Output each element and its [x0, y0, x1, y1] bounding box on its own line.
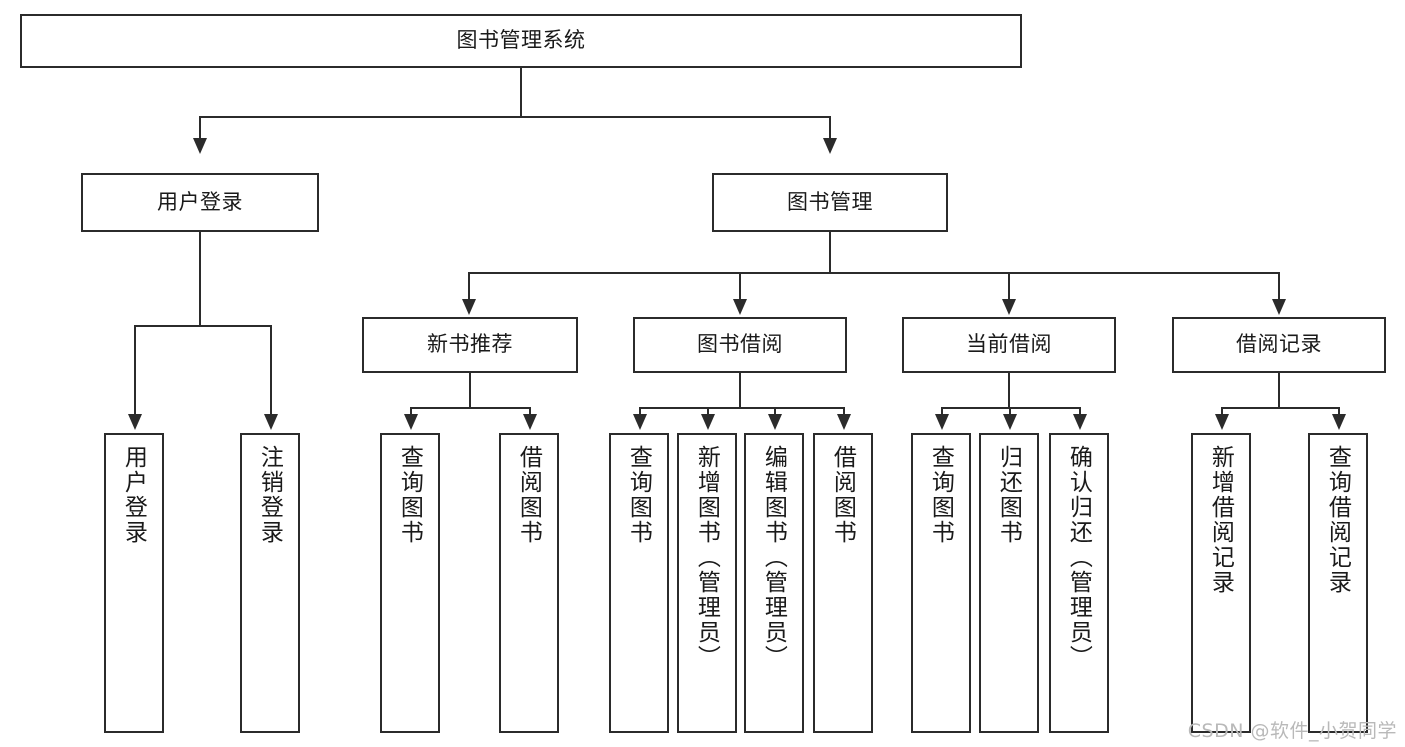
node-label: 图书借阅	[697, 333, 783, 357]
connector-borrow-record-drop-2	[1338, 407, 1340, 416]
connector-book-borrow-bus	[639, 407, 844, 409]
arrowhead-book-manage-child-1	[462, 299, 476, 315]
node-label: 图书管理	[787, 190, 873, 214]
connector-new-book-rec-stem	[469, 373, 471, 407]
node-label: 借阅记录	[1236, 333, 1322, 357]
node-label: 新增借阅记录	[1208, 445, 1235, 595]
arrowhead-book-manage-child-3	[1002, 299, 1016, 315]
connector-book-manage-drop-4	[1278, 272, 1280, 301]
arrowhead-user-login-leaf-2	[264, 414, 278, 430]
arrowhead-book-borrow-leaf-2	[701, 414, 715, 430]
node-label: 归还图书	[996, 445, 1023, 545]
arrowhead-book-borrow-leaf-4	[837, 414, 851, 430]
arrowhead-user-login-leaf-1	[128, 414, 142, 430]
node-label: 查询图书	[928, 445, 955, 545]
arrowhead-current-borrow-leaf-3	[1073, 414, 1087, 430]
connector-book-borrow-drop-2	[707, 407, 709, 416]
connector-current-borrow-drop-3	[1079, 407, 1081, 416]
connector-user-login-drop-2	[270, 325, 272, 416]
connector-user-login-stem	[199, 232, 201, 325]
connector-root-to-book-manage	[829, 116, 831, 140]
node-leaf-return-book[interactable]: 归还图书	[979, 433, 1039, 733]
connector-borrow-record-bus	[1221, 407, 1340, 409]
arrowhead-book-manage-child-4	[1272, 299, 1286, 315]
connector-root-to-user-login	[199, 116, 201, 140]
node-label: 用户登录	[157, 190, 243, 214]
node-label: 注销登录	[257, 445, 284, 545]
arrowhead-root-to-user-login	[193, 138, 207, 154]
connector-book-borrow-drop-1	[639, 407, 641, 416]
arrowhead-new-book-rec-leaf-1	[404, 414, 418, 430]
connector-book-manage-drop-3	[1008, 272, 1010, 301]
node-root-book-management-system[interactable]: 图书管理系统	[20, 14, 1022, 68]
node-leaf-query-book-2[interactable]: 查询图书	[609, 433, 669, 733]
node-leaf-query-book-1[interactable]: 查询图书	[380, 433, 440, 733]
node-label: 新增图书（管理员）	[694, 445, 721, 670]
node-label: 新书推荐	[427, 333, 513, 357]
node-user-login[interactable]: 用户登录	[81, 173, 319, 232]
node-leaf-confirm-return[interactable]: 确认归还（管理员）	[1049, 433, 1109, 733]
connector-book-manage-drop-1	[468, 272, 470, 301]
arrowhead-book-manage-child-2	[733, 299, 747, 315]
connector-new-book-rec-drop-2	[529, 407, 531, 416]
node-borrow-record[interactable]: 借阅记录	[1172, 317, 1386, 373]
connector-borrow-record-drop-1	[1221, 407, 1223, 416]
connector-book-borrow-drop-4	[843, 407, 845, 416]
node-book-manage[interactable]: 图书管理	[712, 173, 948, 232]
connector-book-borrow-stem	[739, 373, 741, 407]
node-label: 用户登录	[121, 445, 148, 545]
node-leaf-add-book[interactable]: 新增图书（管理员）	[677, 433, 737, 733]
node-leaf-user-logout[interactable]: 注销登录	[240, 433, 300, 733]
node-label: 编辑图书（管理员）	[761, 445, 788, 670]
node-leaf-query-record[interactable]: 查询借阅记录	[1308, 433, 1368, 733]
connector-root-stem	[520, 68, 522, 116]
connector-root-bus	[199, 116, 831, 118]
node-new-book-rec[interactable]: 新书推荐	[362, 317, 578, 373]
arrowhead-borrow-record-leaf-1	[1215, 414, 1229, 430]
connector-book-manage-drop-2	[739, 272, 741, 301]
node-leaf-borrow-book-1[interactable]: 借阅图书	[499, 433, 559, 733]
node-label: 当前借阅	[966, 333, 1052, 357]
node-label: 查询借阅记录	[1325, 445, 1352, 595]
connector-user-login-bus	[134, 325, 271, 327]
node-label: 借阅图书	[516, 445, 543, 545]
arrowhead-book-borrow-leaf-3	[768, 414, 782, 430]
csdn-watermark: CSDN @软件_小贺同学	[1187, 720, 1397, 742]
connector-book-borrow-drop-3	[774, 407, 776, 416]
arrowhead-book-borrow-leaf-1	[633, 414, 647, 430]
node-label: 借阅图书	[830, 445, 857, 545]
node-leaf-add-record[interactable]: 新增借阅记录	[1191, 433, 1251, 733]
connector-current-borrow-stem	[1008, 373, 1010, 407]
arrowhead-root-to-book-manage	[823, 138, 837, 154]
connector-borrow-record-stem	[1278, 373, 1280, 407]
arrowhead-new-book-rec-leaf-2	[523, 414, 537, 430]
connector-current-borrow-drop-2	[1009, 407, 1011, 416]
node-book-borrow[interactable]: 图书借阅	[633, 317, 847, 373]
arrowhead-current-borrow-leaf-1	[935, 414, 949, 430]
node-leaf-edit-book[interactable]: 编辑图书（管理员）	[744, 433, 804, 733]
connector-book-manage-bus	[468, 272, 1278, 274]
node-current-borrow[interactable]: 当前借阅	[902, 317, 1116, 373]
node-label: 图书管理系统	[456, 29, 586, 53]
node-leaf-user-login[interactable]: 用户登录	[104, 433, 164, 733]
arrowhead-current-borrow-leaf-2	[1003, 414, 1017, 430]
connector-book-manage-stem	[829, 232, 831, 272]
node-leaf-borrow-book-2[interactable]: 借阅图书	[813, 433, 873, 733]
node-label: 查询图书	[626, 445, 653, 545]
connector-user-login-drop-1	[134, 325, 136, 416]
node-label: 确认归还（管理员）	[1066, 445, 1093, 670]
node-label: 查询图书	[397, 445, 424, 545]
node-leaf-query-book-3[interactable]: 查询图书	[911, 433, 971, 733]
connector-new-book-rec-bus	[410, 407, 531, 409]
connector-new-book-rec-drop-1	[410, 407, 412, 416]
arrowhead-borrow-record-leaf-2	[1332, 414, 1346, 430]
connector-current-borrow-drop-1	[941, 407, 943, 416]
